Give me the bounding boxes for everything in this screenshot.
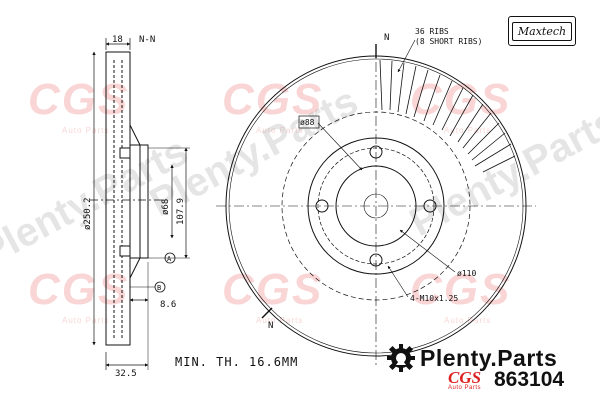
center-bore-label: ø88 — [300, 118, 315, 127]
bolt-circle-label: ø110 — [457, 269, 476, 278]
dim-hub-thickness: 8.6 — [160, 300, 176, 310]
dim-bore: ø68 — [161, 199, 171, 215]
cgs-subtitle: Auto Parts — [448, 385, 482, 391]
cooling-ribs — [379, 59, 516, 173]
min-thickness-note: MIN. TH. 16.6MM — [175, 355, 299, 369]
dim-overall-width: 32.5 — [115, 369, 137, 379]
part-number: 863104 — [494, 368, 565, 391]
front-view-labels: N N 36 RIBS (8 SHORT RIBS) ø88 ø110 4-M1… — [268, 27, 482, 331]
cgs-logo: CGS — [448, 368, 482, 387]
gear-icon — [387, 344, 415, 372]
section-label: N-N — [139, 35, 155, 45]
datum-b: B — [157, 284, 161, 292]
dim-outer-diameter: ø250.2 — [83, 197, 93, 230]
side-section-view — [90, 38, 190, 370]
section-mark-bottom: N — [268, 321, 273, 331]
front-view — [216, 39, 536, 368]
plenty-parts-text: Plenty.Parts — [420, 344, 558, 371]
dim-thickness-top: 18 — [112, 35, 123, 45]
section-mark-top: N — [384, 33, 389, 43]
maxtech-logo-text: Maxtech — [511, 21, 573, 41]
side-view-labels: 18 N-N ø250.2 ø68 107.9 A B 8.6 32.5 — [83, 35, 186, 379]
ribs-note-line1: 36 RIBS — [415, 27, 449, 36]
dim-hat-height: 107.9 — [176, 198, 186, 225]
ribs-note-line2: (8 SHORT RIBS) — [415, 37, 482, 46]
plenty-parts-brand: Plenty.Parts — [386, 343, 557, 373]
datum-a: A — [167, 255, 172, 263]
bolt-holes-label: 4-M10x1.25 — [410, 294, 458, 303]
maxtech-logo: Maxtech — [508, 16, 576, 46]
